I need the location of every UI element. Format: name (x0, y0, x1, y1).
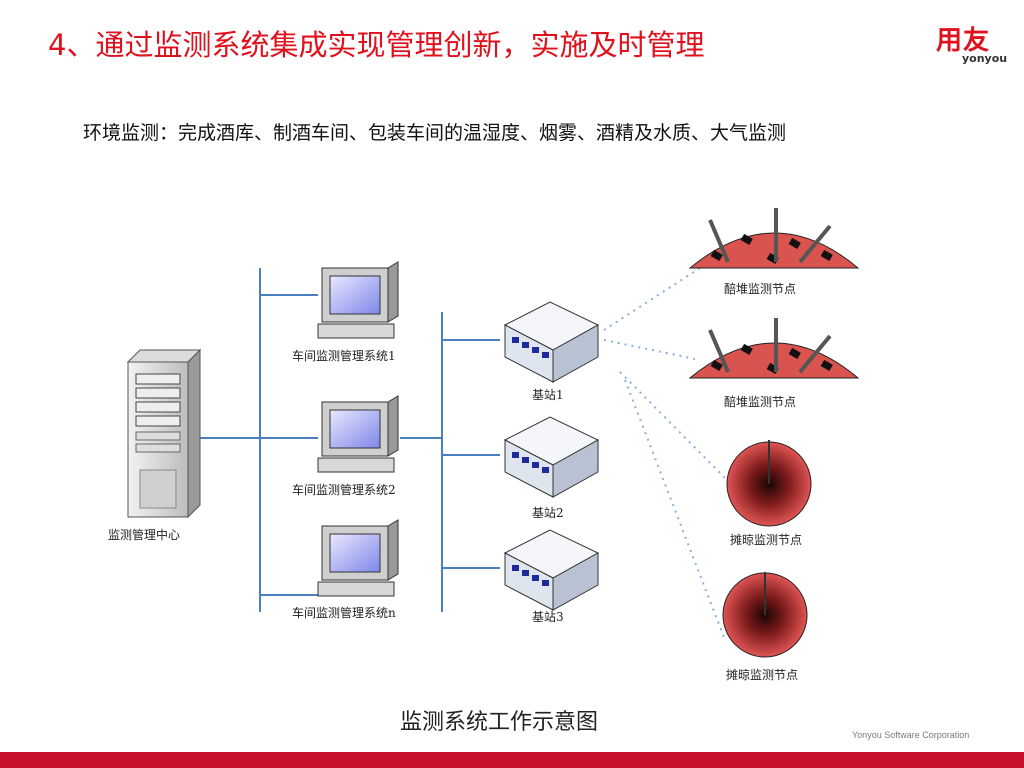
workshop-label: 车间监测管理系统1 (292, 349, 396, 363)
pile-monitor-node-icon (688, 318, 860, 379)
node-label: 醅堆监测节点 (724, 395, 797, 409)
slide-title: 4、通过监测系统集成实现管理创新，实施及时管理 (48, 28, 705, 62)
station-label: 基站2 (532, 506, 564, 520)
wireless-links (603, 267, 726, 641)
workshop-label: 车间监测管理系统n (292, 606, 396, 620)
logo-wordmark: yonyou (962, 52, 1008, 65)
pile-monitor-node-icon (688, 208, 860, 269)
spread-monitor-node-icon (722, 572, 808, 658)
node-label: 醅堆监测节点 (724, 282, 797, 296)
bottom-accent-bar (0, 752, 1024, 768)
diagram-caption: 监测系统工作示意图 (400, 710, 599, 735)
base-station-icon (503, 301, 600, 383)
station-label: 基站1 (532, 388, 564, 402)
workshop-label: 车间监测管理系统2 (292, 483, 396, 497)
node-label: 摊晾监测节点 (730, 533, 803, 547)
logo-mark: 用友 (936, 26, 991, 56)
node-label: 摊晾监测节点 (726, 668, 799, 682)
center-label: 监测管理中心 (108, 528, 181, 542)
workshop-computer-icon (317, 519, 399, 597)
server-tower-icon (126, 348, 202, 519)
description-text: 环境监测：完成酒库、制酒车间、包装车间的温湿度、烟雾、酒精及水质、大气监测 (83, 122, 787, 144)
station-label: 基站3 (532, 610, 564, 624)
network-lines (200, 268, 500, 612)
footer-corporation: Yonyou Software Corporation (852, 730, 970, 740)
workshop-computer-icon (317, 261, 399, 339)
spread-monitor-node-icon (726, 440, 812, 527)
base-station-icon (503, 416, 600, 498)
workshop-computer-icon (317, 395, 399, 473)
base-station-icon (503, 529, 600, 611)
yonyou-logo: 用友 yonyou (936, 20, 1008, 68)
